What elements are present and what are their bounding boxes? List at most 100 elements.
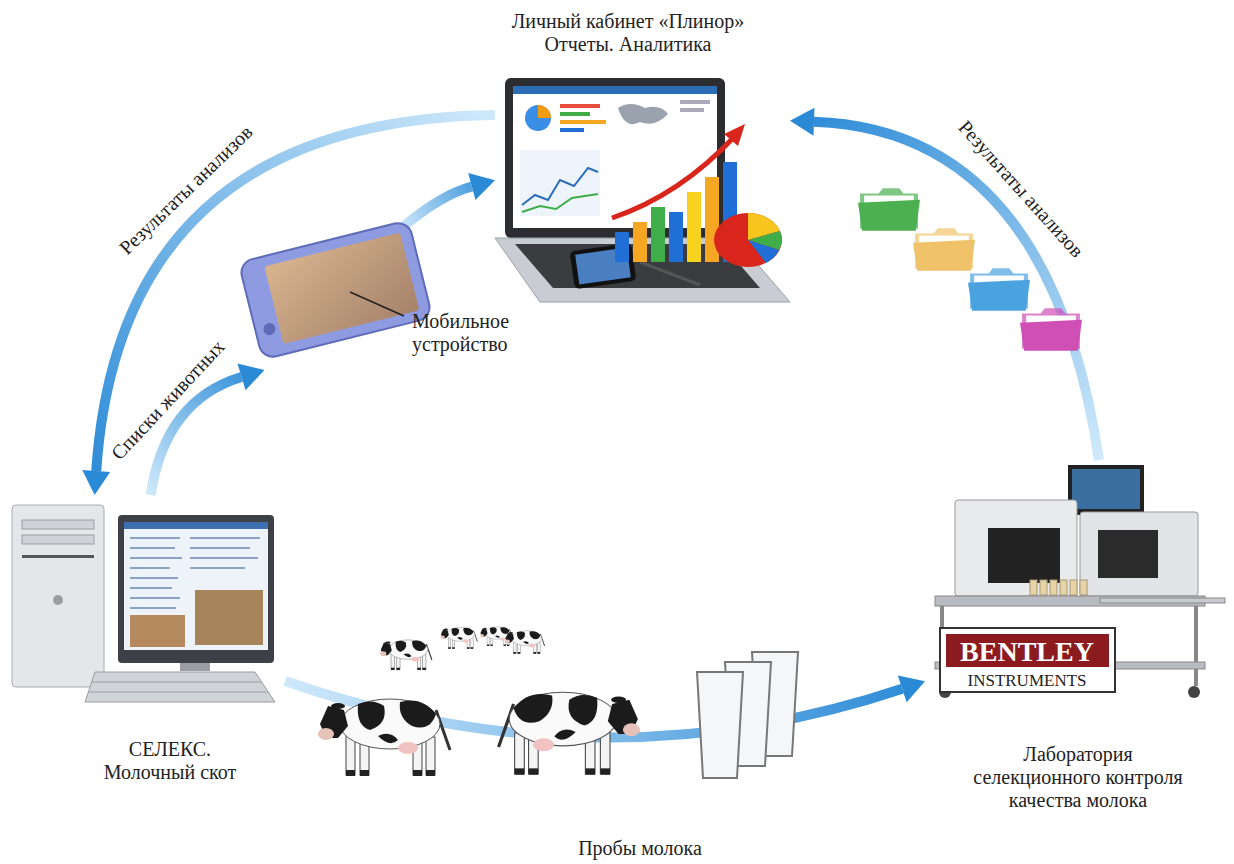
illustration-part [525,105,551,131]
illustration-part [1194,606,1198,686]
illustration-part [1100,598,1225,603]
illustration-part [697,672,743,778]
illustration-part [1060,580,1067,595]
illustration-part [499,692,640,775]
illustration-part [1020,308,1082,350]
label-holder: INSTRUMENTS [967,671,1086,690]
illustration-part [651,207,665,262]
arrow-head [468,173,495,200]
illustration-part [520,150,600,216]
illustration-part [118,515,274,663]
edge-label-holder: Пробы молока [578,837,702,860]
illustration-part [89,692,268,693]
illustration-part [190,547,250,549]
illustration-part [130,577,178,579]
illustration-part [988,528,1060,583]
illustration-part [913,228,975,270]
flow-arrow [790,108,1099,460]
illustration-part [724,124,745,146]
illustration-part [1040,580,1047,595]
node-caption: СЕЛЕКС. Молочный скот [90,738,250,784]
illustration-part [380,640,432,670]
illustration-part [130,557,182,559]
illustration-part [618,104,668,124]
illustration-part [264,233,419,344]
illustration-part [124,522,268,529]
illustration-part [1072,469,1140,509]
illustration-part [522,168,598,205]
illustration-part [85,672,275,702]
illustration-part [130,547,175,549]
illustration-part [858,188,920,230]
illustration-part [130,537,180,539]
illustration-part [22,535,94,544]
flow-arrow [82,115,495,495]
illustration-part [505,631,545,654]
laptop-illustration [495,78,790,302]
node-caption: Лаборатория селекционного контроля качес… [965,743,1191,812]
illustration-part [560,104,600,108]
illustration-part [190,567,245,569]
illustration-part [262,322,277,337]
illustration-part [195,590,263,645]
illustration-part [180,663,210,671]
illustration-part [1030,580,1037,595]
cows-illustration [318,627,640,776]
illustration-part [955,500,1077,596]
illustration-part [714,213,782,267]
illustration-part [238,220,432,359]
illustration-part [124,522,268,650]
illustration-part [130,587,172,589]
illustration-part [1050,580,1057,595]
arrow-line [399,186,472,230]
illustration-part [1030,580,1087,595]
illustration-part [680,100,710,104]
illustration-part [53,595,63,605]
illustration-part [687,192,701,262]
illustration-part [1068,465,1144,515]
illustration-part [130,615,185,647]
phone-illustration [238,220,432,359]
glasses-illustration [697,652,798,778]
illustration-part [615,232,629,262]
illustration-part [1080,512,1198,596]
illustration-part [350,292,404,316]
illustration-part [190,537,260,539]
illustration-part [1070,580,1077,595]
illustration-part [748,240,779,263]
arrow-head [237,364,264,391]
illustration-part [680,108,704,112]
illustration-part [89,682,268,692]
illustration-part [669,212,683,262]
illustration-part [612,136,735,218]
illustration-part [940,628,1115,692]
illustration-part [560,112,590,116]
illustration-part [1098,530,1158,578]
node-caption: Мобильное устройство [412,310,542,356]
illustration-part [1188,686,1200,698]
node-caption: Личный кабинет «Плинор» Отчеты. Аналитик… [497,10,759,56]
flow-arrow [399,173,495,230]
illustration-part [560,120,606,124]
illustration-part [318,699,450,776]
logo-text: BENTLEY [960,636,1094,667]
computer-illustration [12,505,275,702]
illustration-part [522,194,598,212]
arrow-head [898,676,925,703]
diagram-node: Личный кабинет «Плинор» Отчеты. Аналитик… [495,8,790,305]
illustration-part [190,557,258,559]
illustration-part [130,597,180,599]
edge-label: Пробы молока [578,837,702,860]
arrow-line [814,122,1099,460]
arrow-line [96,115,495,471]
illustration-part [538,105,551,118]
illustration-part [92,682,262,683]
illustration-part [946,634,1109,667]
logo-text: INSTRUMENTS [967,671,1086,690]
illustration-part [560,128,584,132]
illustration-part [968,268,1030,310]
illustration-part [130,607,176,609]
diagram-node: СЕЛЕКС. Молочный скот [5,495,285,805]
label-holder: BENTLEY [960,636,1094,667]
